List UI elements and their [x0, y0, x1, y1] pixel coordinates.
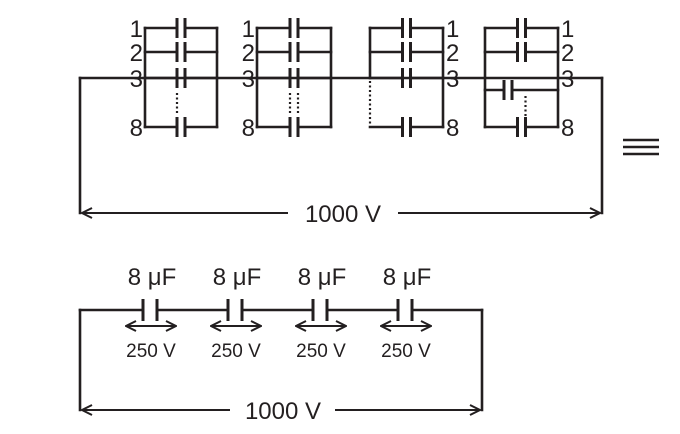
voltage-drop-label: 250 V [126, 341, 176, 362]
voltage-drop-label: 250 V [211, 341, 261, 362]
capacitor-1 [401, 18, 412, 38]
row-label: 8 [130, 115, 143, 142]
row-label: 1 [242, 16, 255, 43]
parallel-block-4: 123 8 [483, 16, 574, 142]
bottom-voltage-label: 1000 V [245, 398, 321, 425]
capacitor-1 [288, 18, 300, 38]
row-label: 8 [561, 115, 574, 142]
voltage-drop-label: 250 V [381, 341, 431, 362]
capacitor-3 [288, 68, 300, 88]
row-label: 1 [446, 16, 459, 43]
capacitor [141, 299, 159, 321]
capacitor-1 [175, 18, 187, 38]
capacitance-label: 8 μF [128, 264, 177, 291]
row-label: 1 [561, 16, 574, 43]
capacitor-2 [516, 42, 527, 62]
row-label: 8 [242, 115, 255, 142]
capacitance-label: 8 μF [298, 264, 347, 291]
row-label: 1 [130, 16, 143, 43]
row-label: 3 [242, 66, 255, 93]
capacitor-8 [401, 117, 412, 137]
row-label: 2 [561, 40, 574, 67]
capacitor [311, 299, 329, 321]
capacitance-label: 8 μF [213, 264, 262, 291]
series-capacitor-2: 8 μF 250 V [155, 264, 262, 362]
capacitor-2 [401, 42, 412, 62]
capacitor-3 [502, 80, 514, 100]
capacitor [396, 299, 414, 321]
parallel-block-2: 123 8 [242, 16, 333, 142]
series-capacitor-1: 8 μF 250 V [78, 264, 177, 362]
capacitor-8 [175, 117, 187, 137]
capacitor-3 [401, 68, 412, 88]
capacitor-3 [175, 68, 187, 88]
bottom-circuit: 8 μF 250 V 8 μF 250 V 8 μF 250 V 8 μF 250 V 100… [78, 264, 484, 425]
capacitor-2 [175, 42, 187, 62]
row-label: 3 [446, 66, 459, 93]
row-label: 3 [130, 66, 143, 93]
row-label: 2 [130, 40, 143, 67]
capacitance-label: 8 μF [383, 264, 432, 291]
parallel-block-1: 123 8 [130, 16, 219, 142]
top-voltage-label: 1000 V [305, 201, 381, 228]
voltage-drop-label: 250 V [296, 341, 346, 362]
equivalence-icon [623, 138, 659, 156]
capacitor-8 [288, 117, 300, 137]
row-label: 8 [446, 115, 459, 142]
capacitor-1 [516, 18, 527, 38]
row-label: 2 [446, 40, 459, 67]
parallel-block-3: 123 8 [368, 16, 459, 142]
capacitor-2 [288, 42, 300, 62]
series-capacitor-4: 8 μF 250 V [325, 264, 432, 362]
row-label: 3 [561, 66, 574, 93]
series-capacitor-3: 8 μF 250 V [240, 264, 347, 362]
row-label: 2 [242, 40, 255, 67]
capacitor-8 [516, 117, 527, 137]
capacitor [226, 299, 244, 321]
